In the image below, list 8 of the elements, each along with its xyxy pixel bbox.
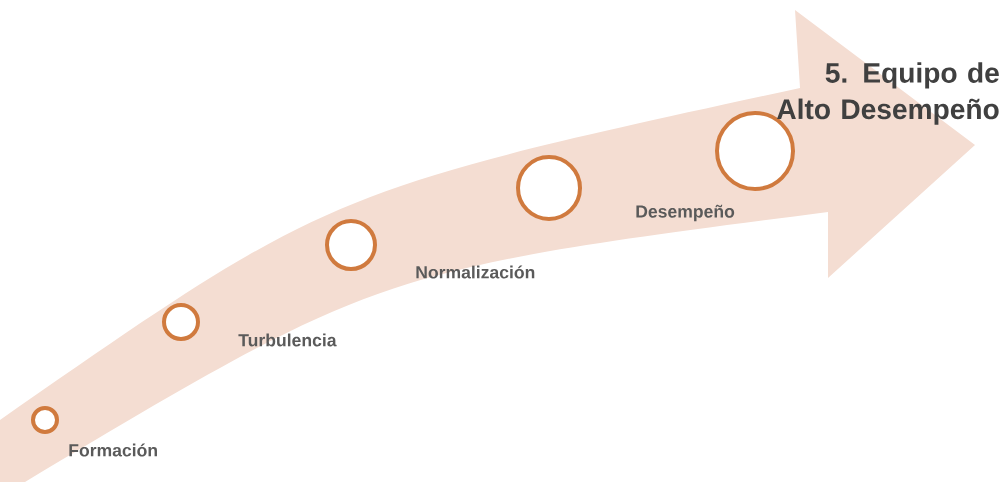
stage-label: Normalización: [416, 265, 535, 279]
stage-circle: [516, 155, 582, 221]
stage-circle: [31, 406, 59, 434]
stage-circle: [162, 303, 200, 341]
stage-label: Formación: [69, 443, 157, 457]
stage-label: Desempeño: [636, 204, 735, 222]
stage-label: Turbulencia: [238, 333, 337, 347]
stage-heading: 5. Equipo de Alto Desempeño: [777, 62, 999, 125]
